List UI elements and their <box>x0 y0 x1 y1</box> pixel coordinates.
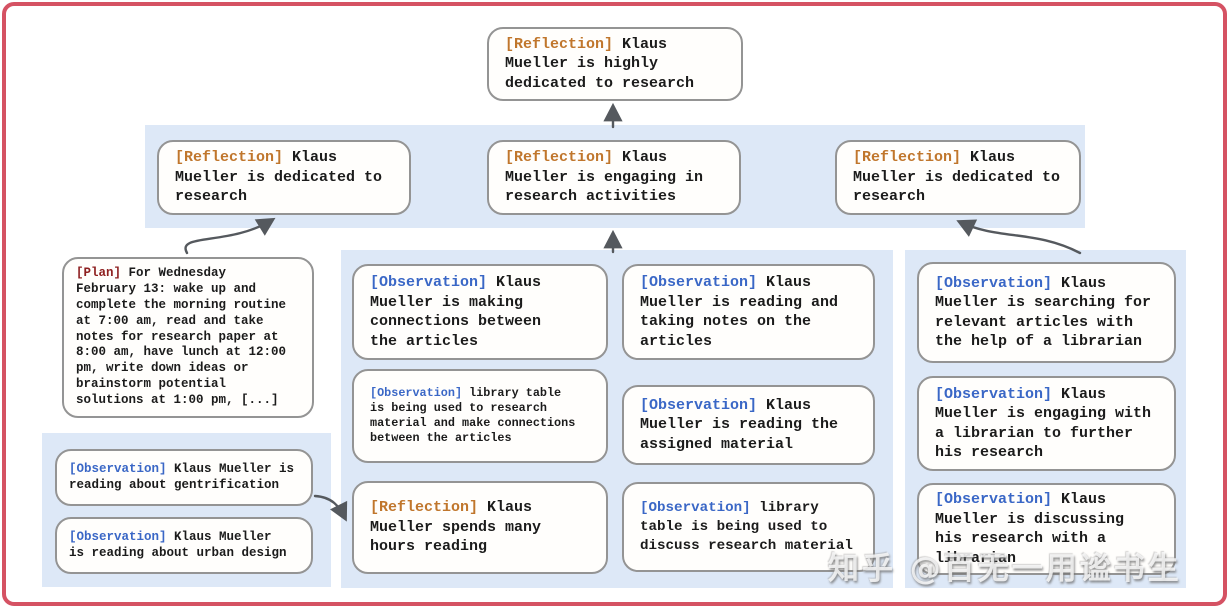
observation-tag: [Observation] <box>69 529 167 544</box>
node-body-text: Klaus Mueller is dedicated to research <box>175 149 383 206</box>
node-body-text: Klaus Mueller is reading the assigned ma… <box>640 396 839 453</box>
node-reflection-row1-right: [Reflection] Klaus Mueller is dedicated … <box>835 140 1081 215</box>
reflection-tag: [Reflection] <box>505 35 614 53</box>
node-reflection-row1-mid: [Reflection] Klaus Mueller is engaging i… <box>487 140 741 215</box>
node-text: [Reflection] Klaus Mueller is highly ded… <box>505 35 725 94</box>
node-reflection-hours-reading: [Reflection] Klaus Mueller spends many h… <box>352 481 608 574</box>
observation-tag: [Observation] <box>640 499 751 516</box>
node-text: [Observation] Klaus Mueller is reading a… <box>69 530 299 562</box>
node-plan: [Plan] For Wednesday February 13: wake u… <box>62 257 314 418</box>
plan-tag: [Plan] <box>76 266 122 281</box>
node-text: [Observation] Klaus Mueller is discussin… <box>935 490 1158 568</box>
node-observation-urban-design: [Observation] Klaus Mueller is reading a… <box>55 517 313 574</box>
reflection-tag: [Reflection] <box>853 149 962 167</box>
reflection-tag: [Reflection] <box>370 499 479 517</box>
node-body-text: library table is being used to discuss r… <box>640 499 853 554</box>
observation-tag: [Observation] <box>640 274 758 291</box>
node-body-text: Klaus Mueller is reading about gentrific… <box>69 461 295 492</box>
node-text: [Reflection] Klaus Mueller is dedicated … <box>175 148 393 207</box>
node-text: [Observation] library table is being use… <box>640 499 857 556</box>
node-body-text: Klaus Mueller is reading about urban des… <box>69 529 287 560</box>
node-body-text: For Wednesday February 13: wake up and c… <box>76 266 287 407</box>
node-body-text: library table is being used to research … <box>370 386 576 445</box>
node-body-text: Klaus Mueller is dedicated to research <box>853 149 1061 206</box>
node-body-text: Klaus Mueller spends many hours reading <box>370 499 542 556</box>
node-text: [Observation] Klaus Mueller is searching… <box>935 274 1158 352</box>
node-body-text: Klaus Mueller is reading and taking note… <box>640 274 839 350</box>
observation-tag: [Observation] <box>935 274 1053 292</box>
node-observation-taking-notes: [Observation] Klaus Mueller is reading a… <box>622 264 875 360</box>
node-body-text: Klaus Mueller is discussing his research… <box>935 491 1125 567</box>
reflection-tag: [Reflection] <box>505 149 614 167</box>
node-text: [Observation] Klaus Mueller is engaging … <box>935 385 1158 463</box>
observation-tag: [Observation] <box>640 396 758 414</box>
observation-tag: [Observation] <box>370 274 488 291</box>
node-top-reflection: [Reflection] Klaus Mueller is highly ded… <box>487 27 743 101</box>
node-observation-discussing-research: [Observation] Klaus Mueller is discussin… <box>917 483 1176 575</box>
observation-tag: [Observation] <box>935 491 1053 508</box>
node-observation-assigned-material: [Observation] Klaus Mueller is reading t… <box>622 385 875 465</box>
observation-tag: [Observation] <box>370 386 463 400</box>
node-observation-searching-articles: [Observation] Klaus Mueller is searching… <box>917 262 1176 363</box>
node-body-text: Klaus Mueller is engaging with a librari… <box>935 385 1152 462</box>
reflection-tag: [Reflection] <box>175 149 284 167</box>
node-body-text: Klaus Mueller is searching for relevant … <box>935 274 1152 351</box>
node-text: [Reflection] Klaus Mueller spends many h… <box>370 498 590 557</box>
node-reflection-row1-left: [Reflection] Klaus Mueller is dedicated … <box>157 140 411 215</box>
node-text: [Observation] library table is being use… <box>370 386 590 446</box>
node-observation-making-connections: [Observation] Klaus Mueller is making co… <box>352 264 608 360</box>
observation-tag: [Observation] <box>69 461 167 476</box>
node-observation-library-table-discuss: [Observation] library table is being use… <box>622 482 875 572</box>
node-text: [Plan] For Wednesday February 13: wake u… <box>76 266 300 408</box>
node-body-text: Klaus Mueller is engaging in research ac… <box>505 149 704 206</box>
node-observation-gentrification: [Observation] Klaus Mueller is reading a… <box>55 449 313 506</box>
zhihu-watermark: 知乎 @百无一用谧书生 <box>828 551 1182 587</box>
node-observation-library-table-research: [Observation] library table is being use… <box>352 369 608 463</box>
node-observation-engaging-librarian: [Observation] Klaus Mueller is engaging … <box>917 376 1176 471</box>
node-text: [Observation] Klaus Mueller is reading a… <box>69 462 299 494</box>
node-text: [Observation] Klaus Mueller is reading a… <box>640 273 857 351</box>
node-text: [Reflection] Klaus Mueller is dedicated … <box>853 148 1063 207</box>
node-body-text: Klaus Mueller is making connections betw… <box>370 274 542 350</box>
node-text: [Observation] Klaus Mueller is reading t… <box>640 396 857 455</box>
observation-tag: [Observation] <box>935 385 1053 403</box>
node-body-text: Klaus Mueller is highly dedicated to res… <box>505 35 695 92</box>
node-text: [Reflection] Klaus Mueller is engaging i… <box>505 148 723 207</box>
node-text: [Observation] Klaus Mueller is making co… <box>370 273 590 351</box>
